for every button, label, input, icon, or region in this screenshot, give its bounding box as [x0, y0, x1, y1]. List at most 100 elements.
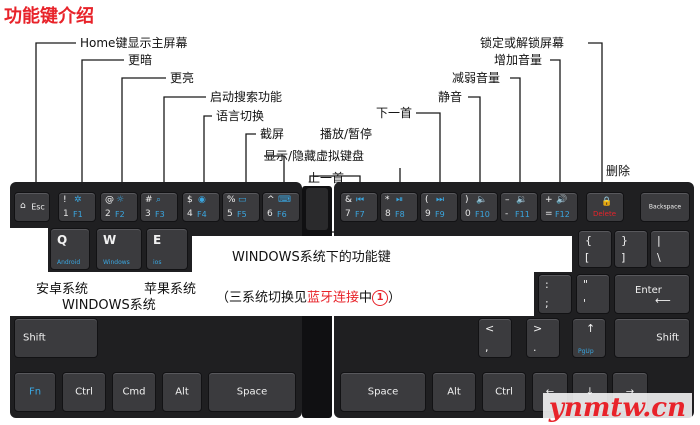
callout-next-track: 下一首: [376, 106, 413, 120]
next-track-icon: ⏭: [436, 195, 445, 205]
note-suffix: ）: [388, 290, 402, 306]
space-right-label: Space: [367, 386, 399, 398]
alt-right-key[interactable]: Alt: [432, 372, 476, 412]
ctrl-left-key[interactable]: Ctrl: [62, 372, 106, 412]
f-key-fn-label: F8: [395, 210, 405, 219]
cmd-key-label: Cmd: [122, 386, 146, 398]
callout-keyboard: 显示/隐藏虚拟键盘: [264, 149, 365, 163]
period-key[interactable]: > .: [526, 318, 560, 358]
bracket-right-key[interactable]: } ]: [614, 230, 648, 268]
ios-label: ios: [153, 259, 162, 266]
gt-top: >: [533, 322, 543, 335]
f-key-number: 3: [145, 209, 151, 219]
note-mid: 中: [359, 290, 373, 306]
ctrl-right-label: Ctrl: [495, 386, 513, 398]
quote-bottom: ': [583, 297, 587, 310]
pipe-bottom: \: [657, 251, 661, 264]
quote-key[interactable]: " ': [576, 274, 610, 314]
f-key-fn-label: F10: [475, 210, 490, 219]
callout-windows: WINDOWS系统: [62, 298, 156, 313]
f-key-fn-label: F12: [555, 210, 570, 219]
shift-left-label: Shift: [23, 332, 46, 344]
shift-left-key[interactable]: Shift: [14, 318, 98, 358]
mute-icon: 🔈: [476, 195, 488, 205]
callout-lock: 锁定或解锁屏幕: [480, 36, 565, 50]
w-key[interactable]: W Windows: [96, 228, 142, 270]
quote-top: ": [583, 278, 589, 291]
f-key-fn-label: F9: [435, 210, 445, 219]
f-key-symbol: –: [505, 195, 510, 205]
f-key-fn-label: F7: [355, 210, 365, 219]
f-key-number: 7: [345, 209, 351, 219]
e-key[interactable]: E ios: [146, 228, 188, 270]
backslash-key[interactable]: | \: [650, 230, 690, 268]
bracket-left-key[interactable]: { [: [578, 230, 612, 268]
f-key-number: 4: [187, 209, 193, 219]
callout-home: Home键显示主屏幕: [80, 36, 188, 50]
pgup-label: PgUp: [578, 348, 594, 355]
volume-down-icon: 🔉: [516, 195, 528, 205]
f-key-10[interactable]: ) 🔈 0 F10: [460, 192, 498, 222]
space-left-label: Space: [236, 386, 268, 398]
f-key-11[interactable]: –🔉-F11: [500, 192, 538, 222]
lt-top: <: [485, 322, 495, 335]
f-key-number: =: [545, 209, 553, 219]
delete-key-label: Delete: [593, 210, 616, 218]
space-left-key[interactable]: Space: [208, 372, 296, 412]
f-key-symbol: !: [63, 195, 67, 205]
f-key-number: 0: [465, 209, 471, 219]
f-key-12[interactable]: +🔊=F12: [540, 192, 578, 222]
e-key-main: E: [153, 233, 162, 247]
hinge-tab-top: [306, 188, 328, 230]
f-key-fn-label: F4: [197, 210, 207, 219]
shift-right-key[interactable]: Shift: [614, 318, 690, 358]
enter-key[interactable]: Enter ⟵: [614, 274, 690, 314]
q-key[interactable]: Q Android: [50, 228, 90, 270]
f-key-symbol: ): [465, 195, 469, 205]
f-key-fn-label: F3: [155, 210, 165, 219]
keyboard-icon: ⌨: [278, 195, 291, 205]
ctrl-left-label: Ctrl: [75, 386, 93, 398]
bracket-left-bottom: [: [585, 251, 590, 264]
pgup-key[interactable]: ↑ PgUp: [572, 318, 606, 358]
esc-key[interactable]: ⌂ Esc: [14, 192, 50, 222]
lock-icon: 🔒: [601, 197, 613, 207]
colon-bottom: ;: [545, 297, 549, 310]
space-right-key[interactable]: Space: [340, 372, 426, 412]
shift-right-label: Shift: [656, 332, 679, 344]
callout-mute: 静音: [438, 90, 463, 104]
label-panel: [30, 272, 534, 316]
w-key-main: W: [103, 233, 117, 247]
colon-key[interactable]: : ;: [538, 274, 572, 314]
callout-windows-fn: WINDOWS系统下的功能键: [232, 250, 391, 265]
down-arrow-icon: ↓: [585, 386, 595, 398]
backspace-key[interactable]: Backspace: [640, 192, 690, 222]
volume-up-icon: 🔊: [556, 195, 568, 205]
colon-top: :: [545, 278, 549, 291]
alt-left-key[interactable]: Alt: [162, 372, 202, 412]
bright-icon: ☼: [116, 195, 125, 205]
page-title: 功能键介绍: [4, 6, 94, 27]
cmd-key[interactable]: Cmd: [112, 372, 156, 412]
fn-key[interactable]: Fn: [14, 372, 56, 412]
enter-key-label: Enter: [635, 285, 662, 296]
gt-bottom: .: [533, 341, 537, 354]
screenshot-icon: ▭: [238, 195, 247, 205]
f-key-symbol: $: [187, 195, 193, 205]
callout-play-pause: 播放/暂停: [320, 127, 373, 141]
comma-key[interactable]: < ,: [478, 318, 512, 358]
delete-key[interactable]: 🔒 Delete: [586, 192, 624, 222]
windows-label: Windows: [103, 259, 130, 266]
callout-screenshot: 截屏: [260, 127, 285, 141]
fn-key-label: Fn: [28, 386, 42, 398]
ctrl-right-key[interactable]: Ctrl: [482, 372, 526, 412]
